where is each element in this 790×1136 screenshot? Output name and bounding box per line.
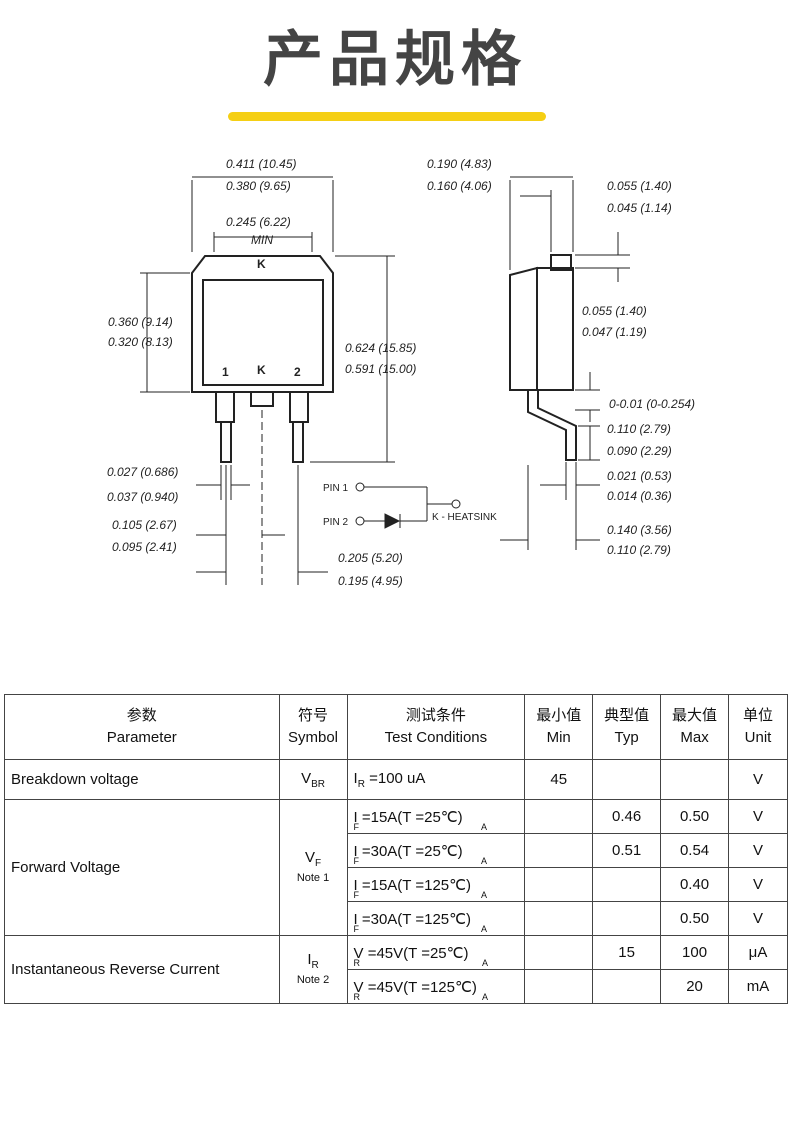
breakdown-min: 45	[524, 759, 594, 800]
dim-width-total-bottom: 0.380 (9.65)	[226, 179, 291, 193]
reverse-parameter: Instantaneous Reverse Current	[4, 935, 280, 1004]
forward-condition-3: I =15A(T =125℃)F A	[346, 867, 526, 902]
forward-typ-1: 0.46	[592, 799, 662, 834]
dim-width-total-top: 0.411 (10.45)	[226, 157, 297, 171]
forward-condition-4: I =30A(T =125℃)F A	[346, 901, 526, 936]
reverse-condition-2: V =45V(T =125℃)R A	[346, 969, 526, 1004]
dim-total-height-top: 0.624 (15.85)	[345, 341, 416, 355]
forward-max-4: 0.50	[660, 901, 729, 936]
forward-condition-2: I =30A(T =25℃)F A	[346, 833, 526, 868]
dim-lead-thick-top: 0.021 (0.53)	[607, 469, 672, 483]
forward-typ-2: 0.51	[592, 833, 662, 868]
breakdown-condition: IR =100 uA	[346, 759, 526, 800]
breakdown-symbol: VBR	[278, 759, 348, 800]
forward-typ-4	[592, 901, 662, 936]
pin-label-2: 2	[294, 365, 301, 379]
dim-lead-thick-bottom: 0.014 (0.36)	[607, 489, 672, 503]
dim-lead-width-top: 0.027 (0.686)	[107, 465, 178, 479]
breakdown-max	[660, 759, 729, 800]
reverse-max-1: 100	[660, 935, 729, 970]
breakdown-unit: V	[728, 759, 788, 800]
dim-foot-bottom: 0.110 (2.79)	[607, 543, 671, 557]
table-row: I =15A(T =125℃)F A 0.40 V	[5, 867, 788, 902]
dim-tab-step-bottom: 0.047 (1.19)	[582, 325, 647, 339]
dim-lead-length-bottom: 0.090 (2.29)	[607, 444, 672, 458]
forward-parameter: Forward Voltage	[4, 799, 280, 936]
reverse-unit-2: mA	[728, 969, 788, 1004]
dim-body-height-bottom: 0.320 (8.13)	[108, 335, 173, 349]
table-row: Breakdown voltage VBR IR =100 uA 45 V	[4, 759, 788, 800]
dim-thickness-top: 0.190 (4.83)	[427, 157, 492, 171]
forward-max-2: 0.54	[660, 833, 729, 868]
forward-unit-4: V	[728, 901, 788, 936]
reverse-condition-1: V =45V(T =25℃)R A	[346, 935, 526, 970]
pin-label-k: K	[257, 363, 266, 377]
forward-condition-1: I =15A(T =25℃)F A	[346, 799, 526, 834]
reverse-note: Note 2	[296, 973, 330, 986]
reverse-typ-1: 15	[592, 935, 662, 970]
package-drawing: 0.411 (10.45) 0.380 (9.65) 0.245 (6.22) …	[107, 157, 695, 588]
dim-lead-span-top: 0.205 (5.20)	[338, 551, 403, 565]
dim-tab-width: 0.245 (6.22)	[226, 215, 291, 229]
forward-unit-1: V	[728, 799, 788, 834]
breakdown-typ	[592, 759, 662, 800]
dim-lead-pitch-top: 0.105 (2.67)	[112, 518, 177, 532]
reverse-max-2: 20	[660, 969, 729, 1004]
forward-typ-3	[592, 867, 662, 902]
dim-body-height-top: 0.360 (9.14)	[108, 315, 173, 329]
dim-thickness-bottom: 0.160 (4.06)	[427, 179, 492, 193]
dim-lead-length-top: 0.110 (2.79)	[607, 422, 671, 436]
breakdown-parameter: Breakdown voltage	[4, 759, 280, 800]
reverse-unit-1: μA	[728, 935, 788, 970]
dim-standoff: 0-0.01 (0-0.254)	[609, 397, 695, 411]
dim-foot-top: 0.140 (3.56)	[607, 523, 672, 537]
schematic-pin1-label: PIN 1	[323, 483, 348, 494]
table-row: V =45V(T =125℃)R A 20 mA	[5, 969, 788, 1004]
schematic-pin2-label: PIN 2	[323, 517, 348, 528]
dim-total-height-bottom: 0.591 (15.00)	[345, 362, 416, 376]
forward-unit-3: V	[728, 867, 788, 902]
pin-label-1: 1	[222, 365, 229, 379]
title-underline-bar	[228, 112, 546, 121]
forward-unit-2: V	[728, 833, 788, 868]
reverse-typ-2	[592, 969, 662, 1004]
forward-note: Note 1	[296, 871, 330, 884]
table-row: I =30A(T =25℃)F A 0.51 0.54 V	[5, 833, 788, 868]
forward-max-1: 0.50	[660, 799, 729, 834]
table-row: I =30A(T =125℃)F A 0.50 V	[5, 901, 788, 936]
dim-lead-width-bottom: 0.037 (0.940)	[107, 490, 178, 504]
dim-tab-thickness-top: 0.055 (1.40)	[607, 179, 672, 193]
dim-tab-step-top: 0.055 (1.40)	[582, 304, 647, 318]
dim-lead-pitch-bottom: 0.095 (2.41)	[112, 540, 177, 554]
schematic-heatsink-label: K - HEATSINK	[432, 512, 497, 523]
page-title: 产品规格	[263, 25, 527, 95]
dim-tab-width-min: MIN	[251, 233, 273, 247]
tab-label: K	[257, 257, 266, 271]
dim-tab-thickness-bottom: 0.045 (1.14)	[607, 201, 672, 215]
forward-max-3: 0.40	[660, 867, 729, 902]
dim-lead-span-bottom: 0.195 (4.95)	[338, 574, 403, 588]
